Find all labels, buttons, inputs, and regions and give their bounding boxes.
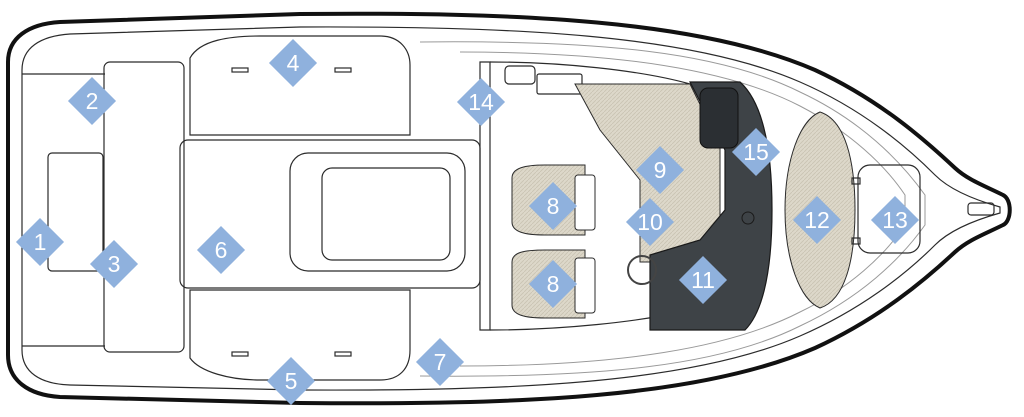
cockpit	[47, 35, 481, 381]
callout-label: 14	[468, 89, 494, 115]
hull	[6, 11, 1012, 406]
callout-8-port[interactable]: 8	[528, 181, 578, 231]
callout-label: 7	[434, 349, 447, 375]
grab-handle	[504, 65, 536, 85]
engine-hatch	[289, 152, 466, 272]
callout-12[interactable]: 12	[792, 195, 842, 245]
callout-label: 4	[287, 50, 300, 76]
gunwale-inner-line	[21, 26, 1001, 391]
locker-hinge-1	[851, 177, 861, 185]
bow-cleat	[967, 202, 995, 216]
locker-hinge-2	[851, 237, 861, 245]
dash-screen	[699, 87, 739, 149]
callout-label: 12	[804, 207, 830, 233]
cupholder	[741, 211, 755, 225]
callout-label: 13	[882, 207, 908, 233]
callout-1[interactable]: 1	[15, 217, 65, 267]
callout-label: 6	[215, 237, 228, 263]
callout-13[interactable]: 13	[870, 195, 920, 245]
callout-label: 8	[547, 193, 560, 219]
callout-8-stbd[interactable]: 8	[528, 259, 578, 309]
cleat-stbd-fwd	[334, 351, 352, 357]
cleat-port-fwd	[334, 67, 352, 73]
swim-locker	[47, 152, 104, 272]
steering-wheel	[627, 255, 657, 285]
callout-10[interactable]: 10	[625, 197, 675, 247]
engine-hatch-inner	[321, 167, 451, 261]
deck-edge-line	[419, 41, 926, 377]
callout-markers: 1 2 3 4 5 6 7 8	[15, 38, 920, 406]
seat-back-stbd	[574, 257, 596, 314]
callout-3[interactable]: 3	[89, 239, 139, 289]
callout-label: 10	[637, 209, 663, 235]
callout-label: 9	[654, 157, 667, 183]
seat-back-port	[574, 174, 596, 231]
callout-label: 5	[285, 368, 298, 394]
hull-outline	[6, 11, 1012, 406]
callout-label: 11	[691, 267, 715, 293]
anchor-locker	[857, 164, 921, 254]
callout-label: 2	[86, 88, 99, 114]
callout-6[interactable]: 6	[196, 225, 246, 275]
callout-label: 1	[34, 229, 47, 255]
callout-14[interactable]: 14	[456, 77, 506, 127]
port-side-seat	[189, 35, 411, 136]
aft-bench	[103, 61, 185, 353]
cleat-stbd-aft	[231, 351, 249, 357]
callout-label: 15	[743, 139, 769, 165]
callout-4[interactable]: 4	[268, 38, 318, 88]
callout-11[interactable]: 11	[678, 255, 728, 305]
callout-9[interactable]: 9	[635, 145, 685, 195]
cleat-port-aft	[231, 67, 249, 73]
starboard-side-seat	[189, 289, 411, 381]
callout-2[interactable]: 2	[67, 76, 117, 126]
callout-5[interactable]: 5	[266, 356, 316, 406]
windscreen-port	[489, 61, 691, 85]
callout-label: 8	[547, 271, 560, 297]
callout-label: 3	[108, 251, 121, 277]
callout-15[interactable]: 15	[731, 127, 781, 177]
callout-7[interactable]: 7	[415, 337, 465, 387]
